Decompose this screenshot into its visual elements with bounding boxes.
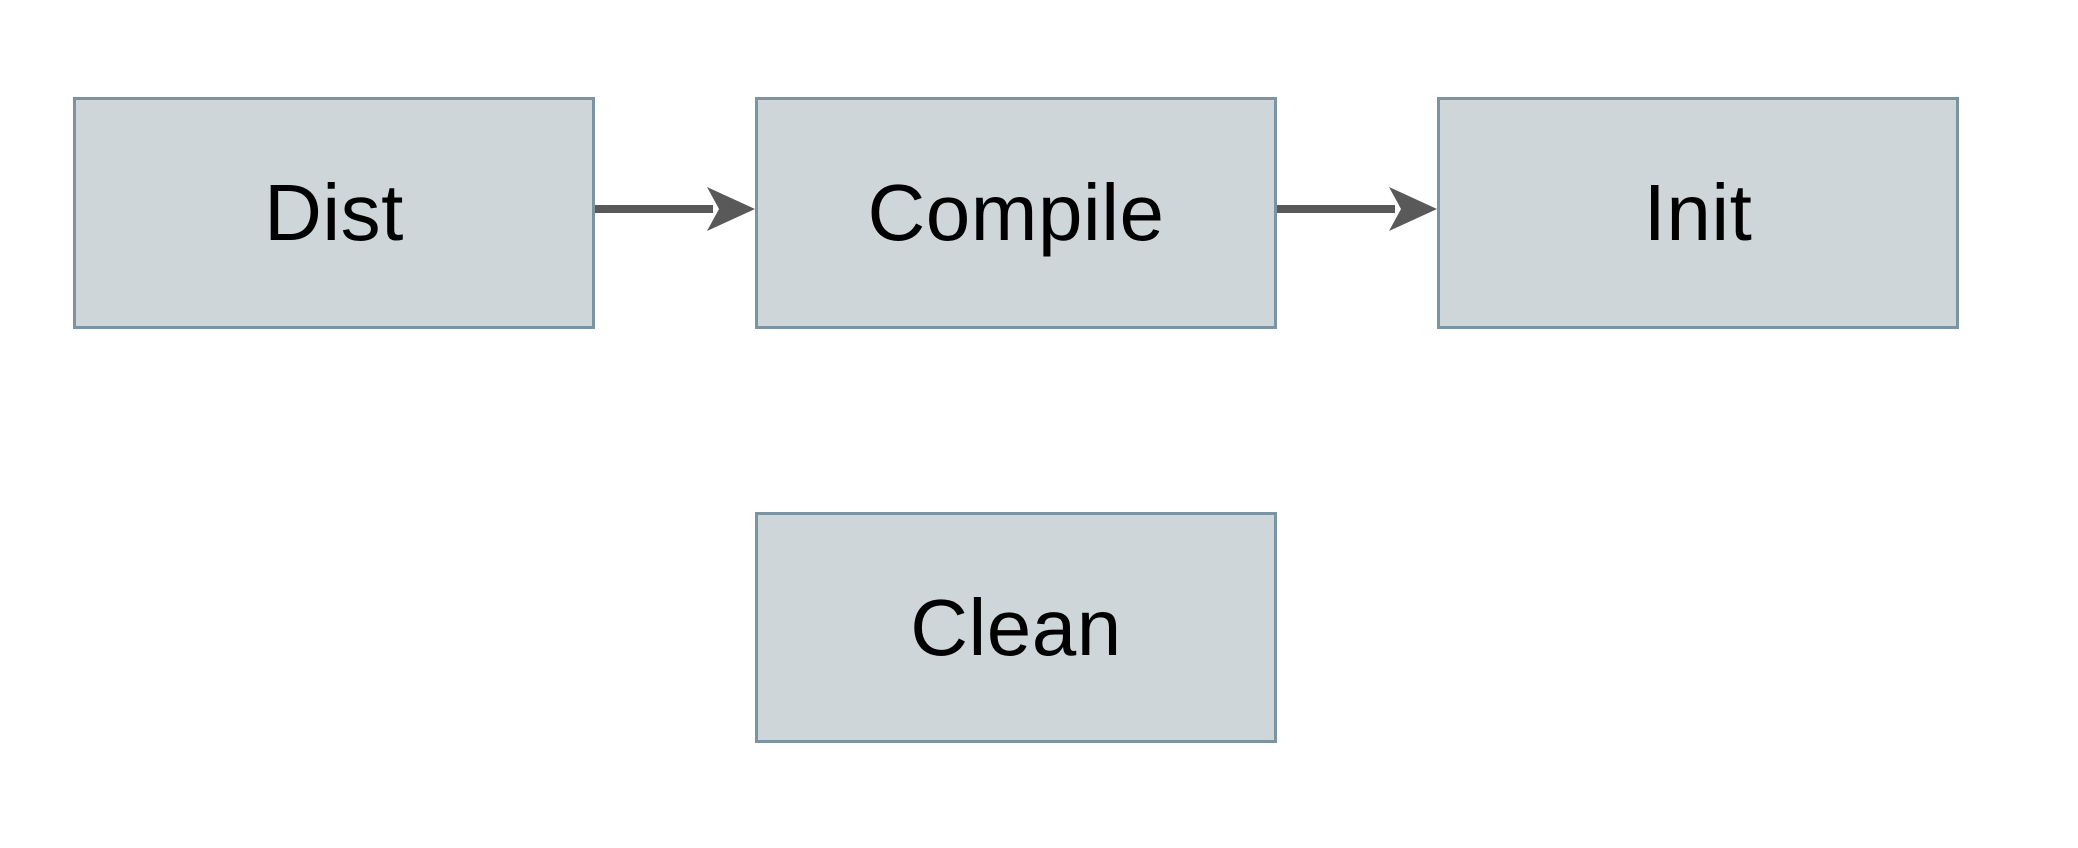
node-init-label: Init (1643, 168, 1753, 257)
node-dist[interactable]: Dist (73, 97, 595, 329)
edge-dist-to-compile[interactable] (595, 187, 755, 231)
arrowhead-icon (1389, 187, 1437, 231)
node-clean[interactable]: Clean (755, 512, 1277, 743)
node-clean-label: Clean (910, 582, 1122, 672)
node-compile-label: Compile (867, 168, 1165, 257)
node-compile[interactable]: Compile (755, 97, 1277, 329)
arrowhead-icon (707, 187, 755, 231)
edge-compile-to-init[interactable] (1277, 187, 1437, 231)
node-dist-label: Dist (264, 168, 404, 257)
node-init[interactable]: Init (1437, 97, 1959, 329)
